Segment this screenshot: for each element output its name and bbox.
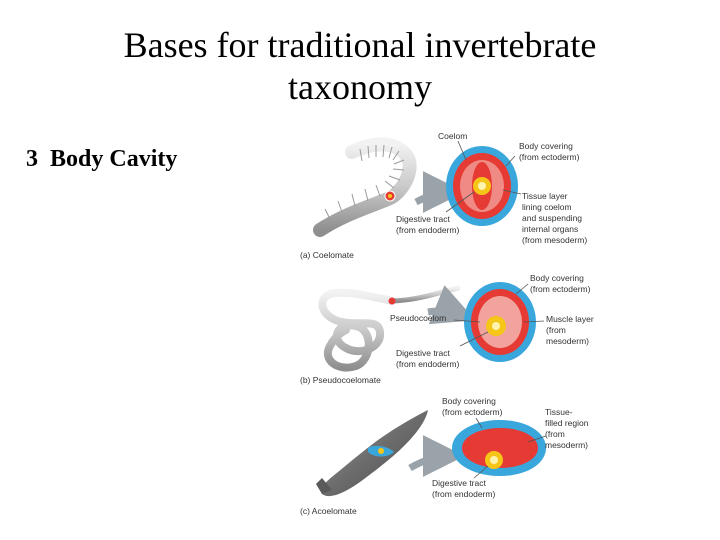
pseudocoelomate-gut-lumen	[492, 322, 500, 330]
coelomate-label-digestive-1: Digestive tract	[396, 214, 450, 224]
pseudocoelomate-worm-tail	[389, 285, 461, 304]
title-line-1: Bases for traditional invertebrate	[123, 25, 597, 65]
pseudocoelomate-label-digestive-2: (from endoderm)	[396, 359, 459, 369]
acoelomate-body-leader	[475, 417, 483, 429]
acoelomate-gut-lumen	[490, 456, 498, 464]
pseudocoelomate-muscle-leader	[523, 320, 545, 323]
coelomate-tissue-leader	[502, 189, 522, 195]
acoelomate-arrow	[408, 435, 465, 478]
coelomate-label-tissue-5: (from mesoderm)	[522, 235, 587, 245]
coelomate-label-tissue-3: and suspending	[522, 213, 582, 223]
pseudocoelomate-label-muscle-1: Muscle layer	[546, 314, 594, 324]
coelomate-coelom-leader	[457, 140, 467, 161]
coelomate-worm-segments	[324, 144, 405, 220]
pseudocoelomate-digestive-leader	[459, 331, 489, 347]
acoelomate-caption: (c) Acoelomate	[300, 506, 357, 516]
coelomate-body-leader	[505, 155, 516, 167]
pseudocoelomate-label-muscle-2: (from	[546, 325, 566, 335]
acoelomate-panel: Body covering (from ectoderm) Tissue- fi…	[300, 396, 589, 516]
title-line-2: taxonomy	[288, 67, 432, 107]
acoelomate-label-digestive-2: (from endoderm)	[432, 489, 495, 499]
acoelomate-label-digestive-1: Digestive tract	[432, 478, 486, 488]
pseudocoelomate-label-muscle-3: mesoderm)	[546, 336, 589, 346]
coelomate-worm-gut-dot	[388, 194, 392, 198]
acoelomate-digestive-leader	[473, 465, 489, 479]
coelomate-label-tissue-4: internal organs	[522, 224, 578, 234]
acoelomate-label-tissue-4: mesoderm)	[545, 440, 588, 450]
acoelomate-label-body-1: Body covering	[442, 396, 496, 406]
pseudocoelomate-panel: Body covering (from ectoderm) Pseudocoel…	[300, 273, 594, 385]
pseudocoelomate-worm	[318, 288, 396, 372]
coelomate-panel: Coelom Body covering (from ectoderm) Tis…	[300, 131, 587, 260]
acoelomate-label-tissue-2: filled region	[545, 418, 589, 428]
coelomate-label-digestive-2: (from endoderm)	[396, 225, 459, 235]
coelomate-caption: (a) Coelomate	[300, 250, 354, 260]
section-label: Body Cavity	[50, 146, 178, 172]
coelomate-label-tissue-1: Tissue layer	[522, 191, 568, 201]
section-number: 3	[26, 146, 38, 172]
pseudocoelomate-body-leader	[515, 283, 529, 295]
pseudocoelomate-label-digestive-1: Digestive tract	[396, 348, 450, 358]
pseudocoelomate-pseudocoelom-leader	[453, 319, 481, 323]
acoelomate-label-tissue-3: (from	[545, 429, 565, 439]
pseudocoelomate-label-pseudocoelom: Pseudocoelom	[390, 313, 446, 323]
acoelomate-label-tissue-1: Tissue-	[545, 407, 573, 417]
coelomate-digestive-leader	[445, 191, 475, 213]
pseudocoelomate-label-body-1: Body covering	[530, 273, 584, 283]
coelomate-label-coelom: Coelom	[438, 131, 467, 141]
coelomate-gut-lumen	[478, 182, 486, 190]
coelomate-label-tissue-2: lining coelom	[522, 202, 572, 212]
pseudocoelomate-worm-cut	[388, 297, 396, 305]
coelomate-worm	[313, 137, 417, 237]
coelomate-arrow	[414, 171, 465, 214]
acoelomate-mesoderm	[462, 428, 538, 468]
pseudocoelomate-arrow	[427, 285, 476, 325]
acoelomate-flatworm-head	[316, 478, 332, 494]
coelomate-label-body-1: Body covering	[519, 141, 573, 151]
acoelomate-tissue-leader	[527, 435, 547, 443]
pseudocoelomate-caption: (b) Pseudocoelomate	[300, 375, 381, 385]
section-heading: 3 Body Cavity	[26, 146, 177, 173]
acoelomate-flatworm-gut-dot	[378, 448, 384, 454]
acoelomate-label-body-2: (from ectoderm)	[442, 407, 503, 417]
pseudocoelomate-label-body-2: (from ectoderm)	[530, 284, 591, 294]
coelomate-label-body-2: (from ectoderm)	[519, 152, 580, 162]
slide-title: Bases for traditional invertebrate taxon…	[0, 24, 720, 108]
